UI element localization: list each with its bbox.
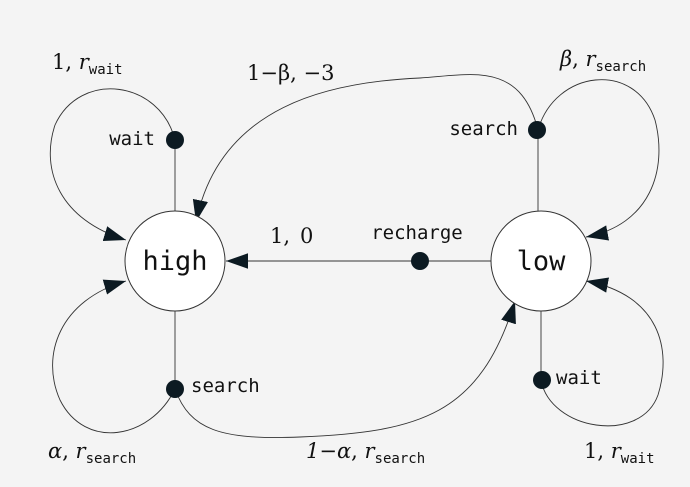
transition-low-search-loop-label: β, rsearch — [559, 47, 646, 75]
state-low-node — [490, 210, 592, 312]
transition-high-search-to-low-label: 1−α, rsearch — [306, 439, 425, 467]
transition-high-wait-loop-label: 1, rwait — [52, 50, 123, 78]
transition-low-wait-loop-label: 1, rwait — [584, 439, 655, 467]
edge-wait-loop-high — [49, 88, 176, 241]
action-low-recharge-dot — [411, 252, 429, 270]
edge-search-to-high — [192, 74, 539, 223]
transition-high-search-loop-label: α, rsearch — [48, 439, 136, 467]
state-low-label: low — [517, 246, 567, 277]
state-high-label: high — [142, 246, 207, 277]
transition-recharge-to-high-label: 1,0 — [270, 224, 313, 248]
action-high-wait-dot — [166, 131, 184, 149]
state-high-node — [124, 210, 226, 312]
edge-search-loop-high — [52, 279, 176, 434]
action-low-recharge-label: recharge — [371, 222, 463, 244]
action-low-wait-dot — [533, 371, 551, 389]
edge-wait-loop-low — [540, 277, 664, 427]
edge-search-loop-low — [537, 79, 660, 241]
action-low-wait-label: wait — [556, 367, 602, 389]
action-low-search-dot — [528, 121, 546, 139]
action-high-search-label: search — [191, 375, 260, 397]
action-low-search-label: search — [449, 118, 518, 140]
transition-low-search-to-high-label: 1−β, −3 — [247, 61, 334, 85]
action-high-search-dot — [166, 380, 184, 398]
action-high-wait-label: wait — [109, 128, 155, 150]
edge-search-to-low — [174, 300, 516, 438]
